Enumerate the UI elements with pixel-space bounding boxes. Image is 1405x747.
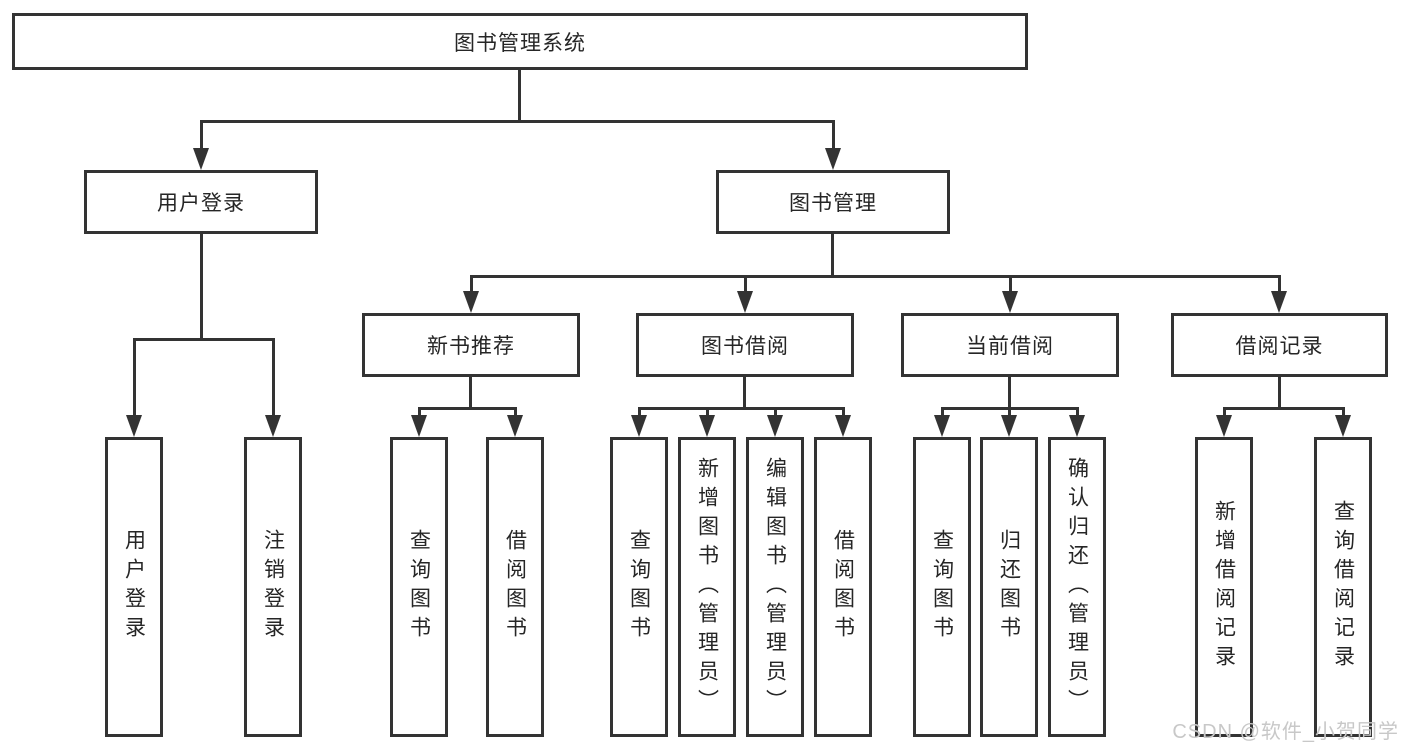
node-book-borrowing: 图书借阅 [636,313,854,377]
edge-root-split [201,120,833,123]
leaf-add-book-admin: 新增图书（管理员） [678,437,736,737]
leaf-logout-label: 注销登录 [261,529,285,645]
leaf-borrow-books-1-label: 借阅图书 [503,529,527,645]
edge-new-book-recommend-split [419,407,515,410]
edge-book-management-split [471,275,1281,278]
node-current-borrowing-label: 当前借阅 [966,335,1054,358]
csdn-watermark: CSDN @软件_小贺同学 [1172,721,1399,743]
leaf-user-login-label: 用户登录 [122,529,146,645]
leaf-add-borrow-record: 新增借阅记录 [1195,437,1253,737]
arrowhead-to-query-borrow-record [1335,407,1351,437]
arrowhead-to-query-books-1 [411,407,427,437]
arrowhead-to-confirm-return [1069,407,1085,437]
leaf-confirm-return-admin-label: 确认归还（管理员） [1065,456,1089,718]
edge-current-borrowing-stem [1008,377,1011,410]
leaf-query-books-2-label: 查询图书 [627,529,651,645]
arrowhead-to-leaf-user-login [126,338,142,437]
edge-borrow-records-split [1224,407,1343,410]
leaf-query-borrow-record-label: 查询借阅记录 [1331,500,1355,674]
node-book-borrowing-label: 图书借阅 [701,335,789,358]
leaf-confirm-return-admin: 确认归还（管理员） [1048,437,1106,737]
arrowhead-to-query-books-3 [934,407,950,437]
leaf-query-books-2: 查询图书 [610,437,668,737]
node-book-management-label: 图书管理 [789,192,877,215]
leaf-query-books-1-label: 查询图书 [407,529,431,645]
node-new-book-recommend-label: 新书推荐 [427,335,515,358]
node-current-borrowing: 当前借阅 [901,313,1119,377]
leaf-logout: 注销登录 [244,437,302,737]
leaf-edit-book-admin: 编辑图书（管理员） [746,437,804,737]
arrowhead-to-book-borrowing [737,275,753,313]
node-library-system-label: 图书管理系统 [454,31,586,55]
leaf-user-login: 用户登录 [105,437,163,737]
edge-user-login-split [134,338,273,341]
leaf-borrow-books-1: 借阅图书 [486,437,544,737]
arrowhead-to-add-book [699,407,715,437]
leaf-borrow-books-2: 借阅图书 [814,437,872,737]
arrowhead-to-query-books-2 [631,407,647,437]
leaf-borrow-books-2-label: 借阅图书 [831,529,855,645]
edge-borrow-records-stem [1278,377,1281,410]
leaf-query-books-3-label: 查询图书 [930,529,954,645]
node-user-login-label: 用户登录 [157,192,245,215]
arrowhead-to-book-management [825,120,841,170]
edge-new-book-recommend-stem [469,377,472,410]
arrowhead-to-new-book-recommend [463,275,479,313]
node-new-book-recommend: 新书推荐 [362,313,580,377]
leaf-query-books-1: 查询图书 [390,437,448,737]
leaf-edit-book-admin-label: 编辑图书（管理员） [763,456,787,718]
leaf-return-books: 归还图书 [980,437,1038,737]
leaf-query-borrow-record: 查询借阅记录 [1314,437,1372,737]
node-borrow-records: 借阅记录 [1171,313,1388,377]
node-user-login: 用户登录 [84,170,318,234]
leaf-add-book-admin-label: 新增图书（管理员） [695,456,719,718]
arrowhead-to-borrow-records [1271,275,1287,313]
arrowhead-to-current-borrowing [1002,275,1018,313]
node-library-system: 图书管理系统 [12,13,1028,70]
edge-book-management-stem [831,234,834,278]
arrowhead-to-leaf-logout [265,338,281,437]
arrowhead-to-borrow-books-1 [507,407,523,437]
edge-book-borrowing-split [639,407,843,410]
arrowhead-to-edit-book [767,407,783,437]
leaf-query-books-3: 查询图书 [913,437,971,737]
arrowhead-to-add-borrow-record [1216,407,1232,437]
arrowhead-to-borrow-books-2 [835,407,851,437]
leaf-add-borrow-record-label: 新增借阅记录 [1212,500,1236,674]
node-book-management: 图书管理 [716,170,950,234]
leaf-return-books-label: 归还图书 [997,529,1021,645]
edge-user-login-stem [200,234,203,341]
edge-root-stem [518,70,521,123]
arrowhead-to-return-books [1001,407,1017,437]
node-borrow-records-label: 借阅记录 [1235,335,1324,358]
edge-book-borrowing-stem [743,377,746,410]
arrowhead-to-user-login [193,120,209,170]
